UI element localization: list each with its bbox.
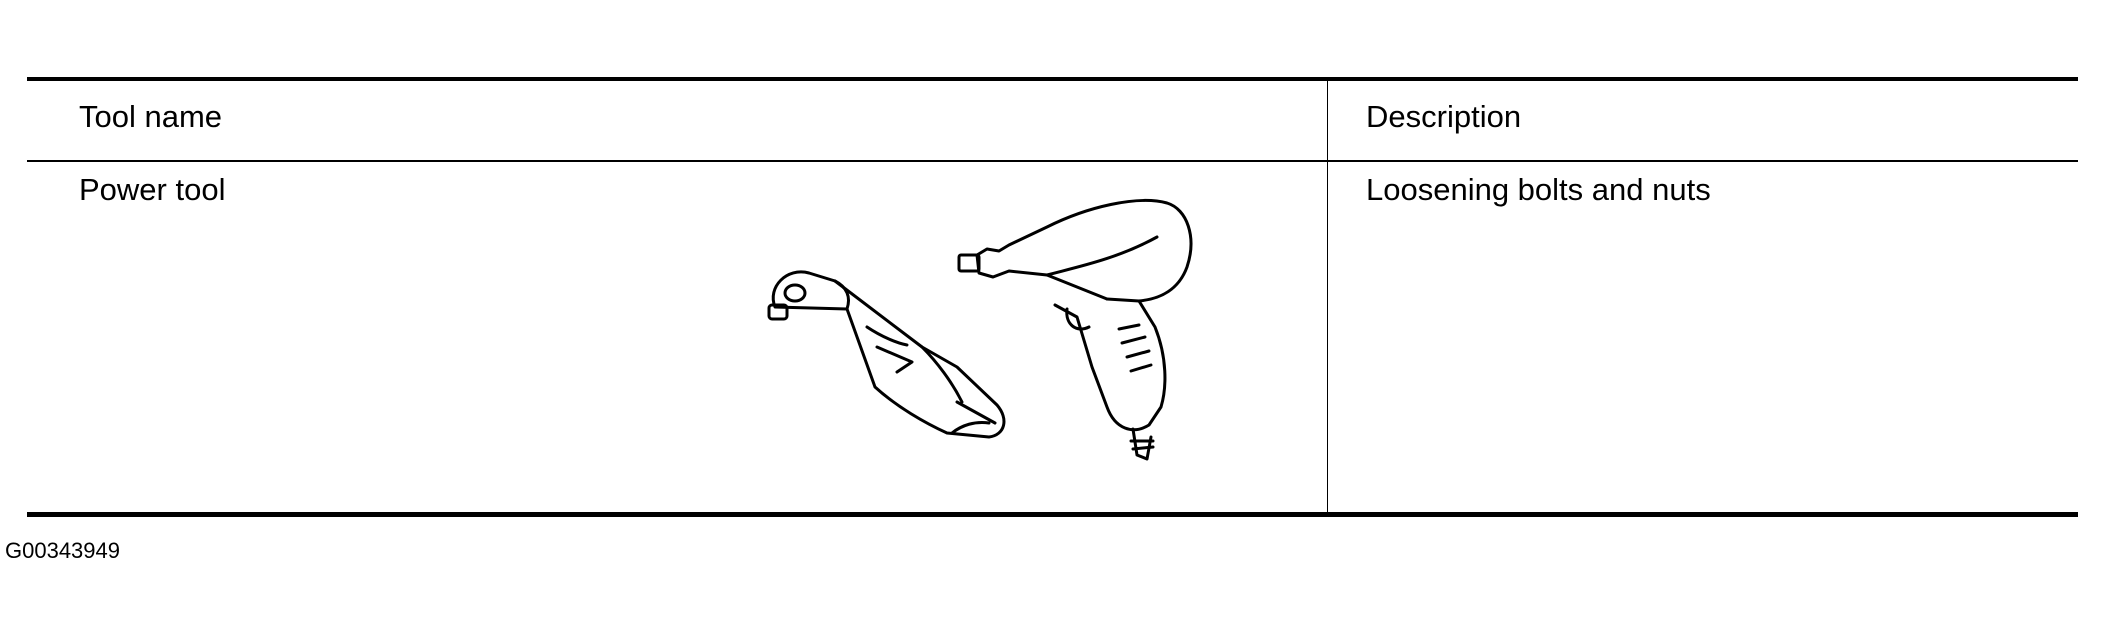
cell-description: Loosening bolts and nuts	[1327, 161, 2078, 517]
pneumatic-ratchet-and-impact-wrench-icon	[767, 199, 1193, 461]
figure-code: G00343949	[5, 538, 120, 563]
impact-wrench-icon	[957, 199, 1193, 461]
table-row: Power tool	[27, 161, 2078, 517]
header-cell-tool-name: Tool name	[27, 77, 1328, 162]
cell-tool-name: Power tool	[27, 161, 1328, 517]
header-label-description: Description	[1366, 99, 1522, 134]
header-label-tool-name: Tool name	[79, 99, 223, 134]
air-ratchet-icon	[767, 270, 1006, 439]
table-header-row: Tool name Description	[27, 77, 2078, 162]
description-text: Loosening bolts and nuts	[1366, 172, 1711, 207]
tool-name-text: Power tool	[79, 172, 226, 207]
tool-table: Tool name Description Power tool	[27, 77, 2078, 517]
header-cell-description: Description	[1327, 77, 2078, 162]
